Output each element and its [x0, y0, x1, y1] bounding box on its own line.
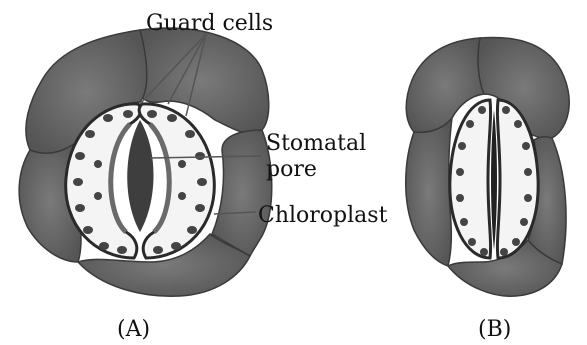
caption-a: (A) [117, 317, 150, 342]
stomatal-pore-b [491, 110, 497, 250]
stomatal-pore-a [127, 120, 153, 232]
stoma-closed [406, 37, 569, 296]
label-stomatal-pore-line2: pore [266, 157, 317, 182]
label-stomatal-pore-line1: Stomatal [266, 131, 366, 156]
caption-b: (B) [478, 317, 511, 342]
label-guard-cells: Guard cells [146, 11, 273, 36]
label-chloroplast: Chloroplast [258, 203, 388, 228]
stoma-open [19, 28, 272, 296]
